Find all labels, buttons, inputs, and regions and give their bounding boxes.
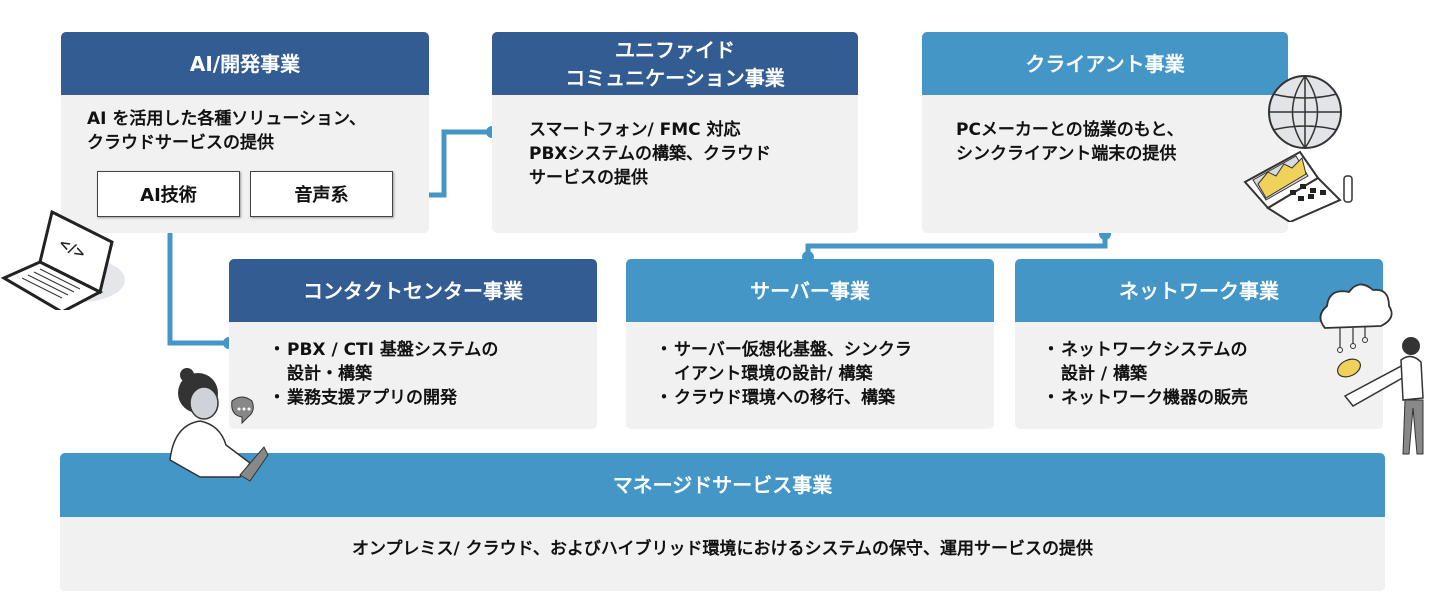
managed-description: オンプレミス/ クラウド、およびハイブリッド環境におけるシステムの保守、運用サー…	[60, 517, 1385, 561]
cloud-network-person-icon	[1319, 283, 1424, 455]
bullet-text-cont: 設計 / 構築	[1061, 364, 1148, 384]
ai-dev-title: AI/開発事業	[61, 32, 429, 95]
desc-line: AI を活用した各種ソリューション、	[87, 109, 367, 129]
bullet-text: クラウド環境への移行、構築	[674, 388, 895, 408]
ai-dev-description: AI を活用した各種ソリューション、 クラウドサービスの提供	[61, 95, 429, 155]
unified-comm-description: スマートフォン/ FMC 対応 PBXシステムの構築、クラウド サービスの提供	[492, 95, 858, 190]
bullet-dot: ・	[268, 340, 286, 360]
bullet-item: ・ネットワークシステムの	[1041, 338, 1383, 362]
contact-center-title-text: コンタクトセンター事業	[303, 278, 523, 303]
server-title: サーバー事業	[626, 259, 994, 322]
bullet-item: ・PBX / CTI 基盤システムの	[267, 338, 597, 362]
laptop-code-icon: </>	[0, 209, 125, 310]
bullet-text-cont: 設計・構築	[287, 364, 372, 384]
desc-line: PBXシステムの構築、クラウド	[529, 144, 772, 164]
bullet-text: PBX / CTI 基盤システムの	[287, 340, 499, 360]
bullet-item: ・業務支援アプリの開発	[267, 386, 597, 410]
ai-dev-title-text: AI/開発事業	[189, 51, 301, 76]
network-title-text: ネットワーク事業	[1119, 278, 1279, 303]
connector-ai-to-contact	[167, 215, 229, 346]
bullet-text: 業務支援アプリの開発	[287, 388, 457, 408]
bullet-item: ・クラウド環境への移行、構築	[654, 386, 994, 410]
bullet-text-cont: イアント環境の設計/ 構築	[674, 364, 873, 384]
connector-client-to-server	[805, 235, 1108, 259]
ai-tech-tag-label: AI技術	[140, 185, 197, 206]
network-bullets: ・ネットワークシステムの 設計 / 構築 ・ネットワーク機器の販売	[1015, 322, 1383, 410]
contact-center-title: コンタクトセンター事業	[229, 259, 597, 322]
desc-line: スマートフォン/ FMC 対応	[529, 120, 741, 140]
title-line: コミュニケーション事業	[565, 65, 785, 90]
bullet-text: ネットワーク機器の販売	[1061, 388, 1248, 408]
bullet-dot: ・	[268, 388, 286, 408]
unified-comm-title: ユニファイド コミュニケーション事業	[492, 32, 858, 95]
desc-line: PCメーカーとの協業のもと、	[956, 120, 1184, 140]
server-business-card: サーバー事業 ・サーバー仮想化基盤、シンクラ イアント環境の設計/ 構築 ・クラ…	[626, 259, 994, 429]
operator-headset-person-icon	[169, 368, 269, 482]
bullet-dot: ・	[655, 340, 673, 360]
client-title-text: クライアント事業	[1025, 51, 1185, 76]
client-business-card: クライアント事業 PCメーカーとの協業のもと、 シンクライアント端末の提供	[922, 32, 1288, 233]
managed-service-business-card: マネージドサービス事業 オンプレミス/ クラウド、およびハイブリッド環境における…	[60, 453, 1385, 591]
bullet-text: サーバー仮想化基盤、シンクラ	[674, 340, 912, 360]
bullet-dot: ・	[655, 388, 673, 408]
contact-center-business-card: コンタクトセンター事業 ・PBX / CTI 基盤システムの 設計・構築 ・業務…	[229, 259, 597, 429]
desc-line: シンクライアント端末の提供	[956, 144, 1177, 164]
bullet-dot: ・	[1042, 388, 1060, 408]
client-title: クライアント事業	[922, 32, 1288, 95]
title-line: ユニファイド	[615, 37, 735, 62]
bullet-item: ・サーバー仮想化基盤、シンクラ	[654, 338, 994, 362]
bullet-item: ・ネットワーク機器の販売	[1041, 386, 1383, 410]
unified-comm-business-card: ユニファイド コミュニケーション事業 スマートフォン/ FMC 対応 PBXシス…	[492, 32, 858, 233]
desc-line: クラウドサービスの提供	[87, 133, 274, 153]
voice-tag-label: 音声系	[294, 185, 349, 206]
desc-line: サービスの提供	[529, 168, 648, 188]
server-title-text: サーバー事業	[750, 278, 870, 303]
client-description: PCメーカーとの協業のもと、 シンクライアント端末の提供	[922, 95, 1288, 166]
managed-desc-text: オンプレミス/ クラウド、およびハイブリッド環境におけるシステムの保守、運用サー…	[351, 539, 1094, 559]
globe-laptop-chart-icon	[1243, 75, 1353, 222]
managed-title-text: マネージドサービス事業	[612, 473, 833, 497]
bullet-dot: ・	[1042, 340, 1060, 360]
managed-title: マネージドサービス事業	[60, 453, 1385, 517]
server-bullets: ・サーバー仮想化基盤、シンクラ イアント環境の設計/ 構築 ・クラウド環境への移…	[626, 322, 994, 410]
voice-tag[interactable]: 音声系	[250, 171, 393, 217]
ai-tech-tag[interactable]: AI技術	[97, 171, 240, 217]
contact-center-bullets: ・PBX / CTI 基盤システムの 設計・構築 ・業務支援アプリの開発	[229, 322, 597, 410]
bullet-text: ネットワークシステムの	[1061, 340, 1248, 360]
